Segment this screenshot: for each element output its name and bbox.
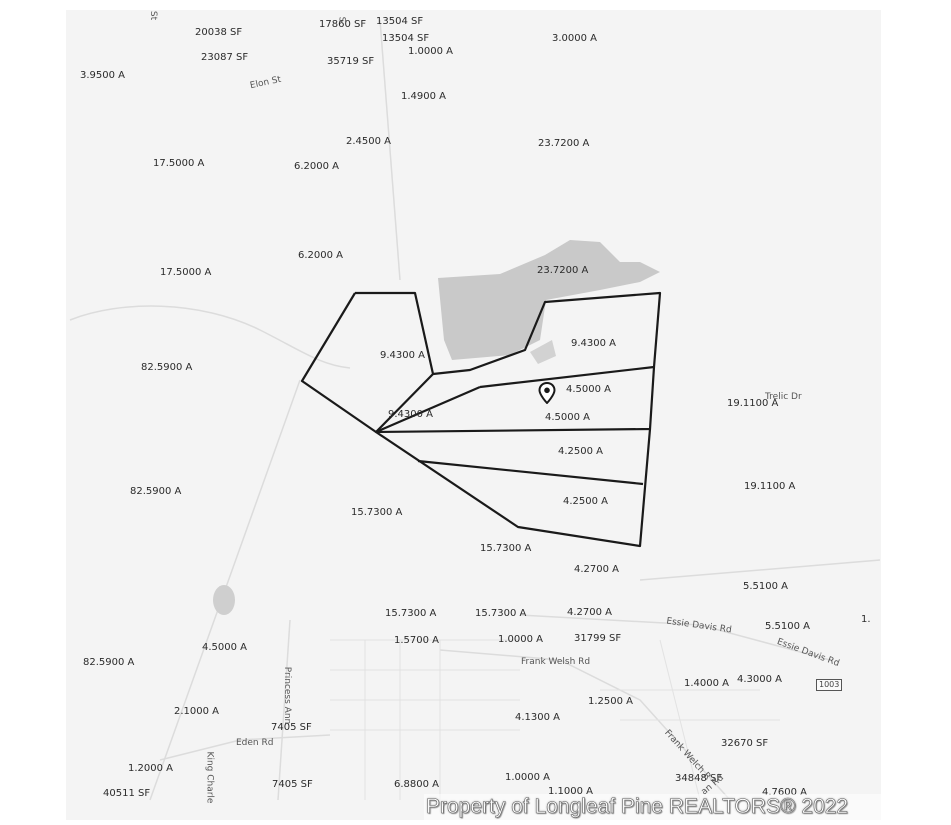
street-king-charles: King Charle: [204, 751, 215, 804]
acreage-label: 1.4900 A: [401, 91, 447, 102]
acreage-label: 31799 SF: [574, 633, 622, 644]
acreage-label: 15.7300 A: [351, 507, 403, 518]
acreage-label: 32670 SF: [721, 738, 769, 749]
street-s: S: [336, 16, 347, 23]
acreage-label: 6.2000 A: [298, 250, 344, 261]
acreage-label: 6.2000 A: [294, 161, 340, 172]
street-princess-ann: Princess Ann: [282, 666, 293, 725]
acreage-label: 19.1100 A: [727, 398, 779, 409]
acreage-label: 7405 SF: [272, 779, 313, 790]
acreage-label: 15.7300 A: [480, 543, 532, 554]
acreage-label: 4.7600 A: [762, 787, 808, 798]
acreage-label: 4.5000 A: [566, 384, 612, 395]
road-essie-davis: [519, 614, 831, 661]
acreage-label: 40511 SF: [103, 788, 151, 799]
acreage-label: 5.5100 A: [743, 581, 789, 592]
acreage-label: 5.5100 A: [765, 621, 811, 632]
acreage-label: 4.2500 A: [563, 496, 609, 507]
acreage-label: 1.4000 A: [684, 678, 730, 689]
acreage-label: 1.2000 A: [128, 763, 174, 774]
parcel-boundaries: [300, 291, 662, 548]
acreage-label: 9.4300 A: [388, 409, 434, 420]
road-princess: [277, 619, 291, 801]
acreage-label: 4.2700 A: [567, 607, 613, 618]
street-eden: Eden Rd: [236, 738, 274, 748]
road-east: [639, 559, 881, 581]
acreage-label: 13504 SF: [376, 16, 424, 27]
acreage-label: 4.2700 A: [574, 564, 620, 575]
acreage-label: 13504 SF: [382, 33, 430, 44]
watermark: Property of Longleaf Pine REALTORS® 2022: [424, 794, 946, 822]
lot-grid-south: [330, 639, 520, 800]
acreage-label: 9.4300 A: [571, 338, 617, 349]
acreage-label: 2.1000 A: [174, 706, 220, 717]
pond-shape: [438, 240, 660, 360]
acreage-label: 17.5000 A: [160, 267, 212, 278]
acreage-label: 34848 SF: [675, 773, 723, 784]
acreage-label: 2.4500 A: [346, 136, 392, 147]
road-eden: [159, 734, 331, 761]
acreage-label: 1.0000 A: [498, 634, 544, 645]
lot-grid-southeast: [600, 639, 780, 801]
road-frank-welsh: [439, 649, 731, 801]
pond-southwest: [213, 585, 235, 615]
acreage-label: 1.: [861, 614, 871, 625]
acreage-label: 1.0000 A: [408, 46, 454, 57]
street-trelic: Trelic Dr: [765, 392, 802, 402]
watermark-text: Property of Longleaf Pine REALTORS® 2022: [426, 795, 849, 819]
street-frank-welsh: Frank Welsh Rd: [521, 657, 591, 667]
acreage-label: 6.8800 A: [394, 779, 440, 790]
acreage-label: 1.2500 A: [588, 696, 634, 707]
acreage-label: 17860 SF: [319, 19, 367, 30]
street-st: St: [148, 10, 159, 21]
acreage-label: 82.5900 A: [141, 362, 193, 373]
acreage-label: 82.5900 A: [130, 486, 182, 497]
faint-lots: [330, 639, 780, 801]
acreage-label: 35719 SF: [327, 56, 375, 67]
acreage-label: 4.2500 A: [558, 446, 604, 457]
road-north: [379, 19, 401, 281]
parcel-northwest: [300, 291, 435, 434]
acreage-label: 9.4300 A: [380, 350, 426, 361]
acreage-label: 23.7200 A: [537, 265, 589, 276]
acreage-label: 17.5000 A: [153, 158, 205, 169]
map-sheet: [66, 10, 881, 820]
acreage-label: 23.7200 A: [538, 138, 590, 149]
acreage-label: 4.5000 A: [545, 412, 591, 423]
road-west-curve: [69, 305, 351, 369]
acreage-label: 15.7300 A: [385, 608, 437, 619]
pond-small: [530, 340, 556, 364]
acreage-label: 3.0000 A: [552, 33, 598, 44]
parcel-south-outer: [375, 428, 652, 548]
acreage-label: 3.9500 A: [80, 70, 126, 81]
location-pin-icon[interactable]: [538, 382, 556, 404]
acreage-label: 20038 SF: [195, 27, 243, 38]
acreage-label: 82.5900 A: [83, 657, 135, 668]
acreage-label: 1.0000 A: [505, 772, 551, 783]
acreage-label: 15.7300 A: [475, 608, 527, 619]
parcel-divider-1: [417, 459, 644, 486]
parcel-middle: [374, 366, 656, 434]
acreage-label: 19.1100 A: [744, 481, 796, 492]
acreage-label: 7405 SF: [271, 722, 312, 733]
acreage-label: 1.5700 A: [394, 635, 440, 646]
acreage-label: 4.3000 A: [737, 674, 783, 685]
acreage-label: 4.5000 A: [202, 642, 248, 653]
route-shield: 1003: [816, 679, 843, 691]
acreage-label: 1.1000 A: [548, 786, 594, 797]
acreage-label: 4.1300 A: [515, 712, 561, 723]
acreage-label: 23087 SF: [201, 52, 249, 63]
